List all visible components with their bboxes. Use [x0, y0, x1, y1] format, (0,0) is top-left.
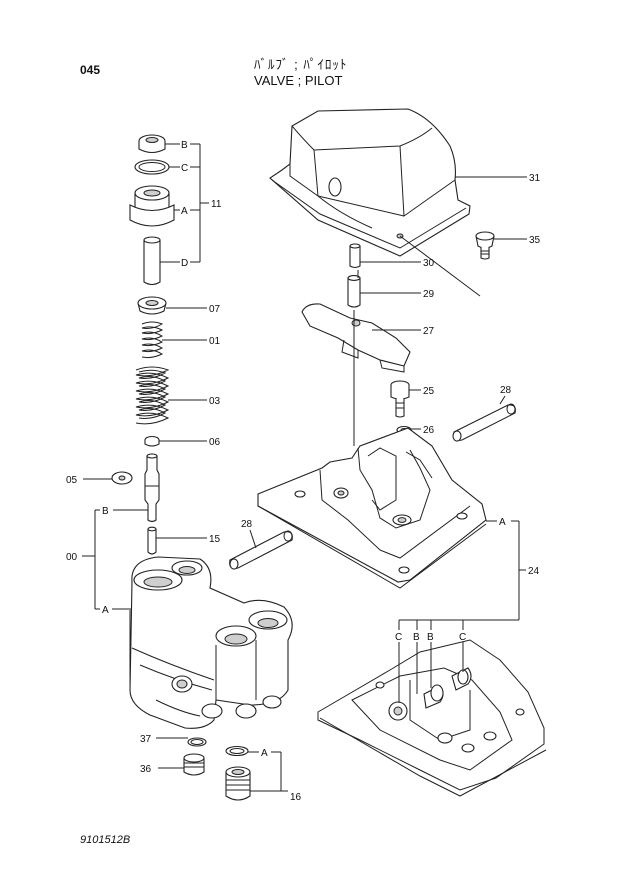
callout-36: 36 [140, 764, 152, 775]
callout-c-installed-2: C [459, 632, 466, 643]
part-pin-30 [349, 243, 361, 269]
callout-c-installed-1: C [395, 632, 402, 643]
drawing-number: 9101512B [80, 834, 131, 846]
callout-b-installed-1: B [413, 632, 420, 643]
part-o-ring-top [134, 159, 170, 175]
part-fitting [225, 766, 251, 801]
part-spring-seat [137, 296, 167, 315]
part-washer [144, 435, 160, 447]
part-plunger [143, 236, 161, 286]
part-small-spring [141, 321, 164, 359]
callout-b-installed-2: B [427, 632, 434, 643]
title-japanese: ﾊﾞﾙﾌﾞ ; ﾊﾟｲﾛｯﾄ [254, 57, 348, 72]
callout-a-o-ring-fitting: A [261, 748, 268, 759]
callout-a-valve-body: A [102, 605, 109, 616]
callout-01: 01 [209, 336, 221, 347]
callout-b-seal-cap: B [181, 140, 188, 151]
callout-00: 00 [66, 552, 78, 563]
callout-03: 03 [209, 396, 221, 407]
callout-b-push-rod: B [102, 506, 109, 517]
title-english: VALVE ; PILOT [254, 73, 343, 88]
part-pin [147, 526, 157, 555]
callout-a-bushing: A [181, 206, 188, 217]
callout-06: 06 [209, 437, 221, 448]
page-number: 045 [80, 63, 101, 77]
callout-15: 15 [209, 534, 221, 545]
part-bolt-35 [475, 231, 495, 260]
part-shim [111, 471, 133, 485]
part-bolt-25 [390, 380, 410, 418]
part-plug [183, 753, 205, 776]
callout-25: 25 [423, 386, 435, 397]
callout-28-right: 28 [500, 385, 512, 396]
callout-31: 31 [529, 173, 541, 184]
part-bushing [129, 185, 175, 227]
callout-35: 35 [529, 235, 541, 246]
part-boot-cover [269, 108, 471, 257]
part-pin-28-right [452, 403, 516, 442]
part-mounting-plate [257, 427, 487, 589]
part-valve-body [129, 556, 293, 729]
part-host-housing-outline [317, 639, 547, 797]
part-pin-28-left [229, 530, 293, 570]
callout-05: 05 [66, 475, 78, 486]
callout-16: 16 [290, 792, 302, 803]
part-seal-cap [138, 134, 166, 154]
callout-d-plunger: D [181, 258, 188, 269]
callout-07: 07 [209, 304, 221, 315]
callout-labels: B C A D 11 07 01 03 06 05 B 15 00 A 37 3… [66, 140, 541, 803]
callout-a-plate: A [499, 517, 506, 528]
part-large-spring [135, 366, 170, 425]
part-pin-29 [347, 275, 361, 308]
callout-27: 27 [423, 326, 435, 337]
part-push-rod [144, 453, 160, 523]
part-o-ring-fitting [225, 745, 249, 757]
callout-c-o-ring: C [181, 163, 188, 174]
callout-29: 29 [423, 289, 435, 300]
callout-28-left: 28 [241, 519, 253, 530]
callout-11: 11 [211, 199, 222, 210]
callout-30: 30 [423, 258, 435, 269]
callout-24: 24 [528, 566, 540, 577]
leader-lines [82, 143, 527, 792]
part-o-ring-port [187, 737, 207, 747]
callout-37: 37 [140, 734, 152, 745]
part-cam-plate [301, 303, 411, 373]
callout-26: 26 [423, 425, 435, 436]
